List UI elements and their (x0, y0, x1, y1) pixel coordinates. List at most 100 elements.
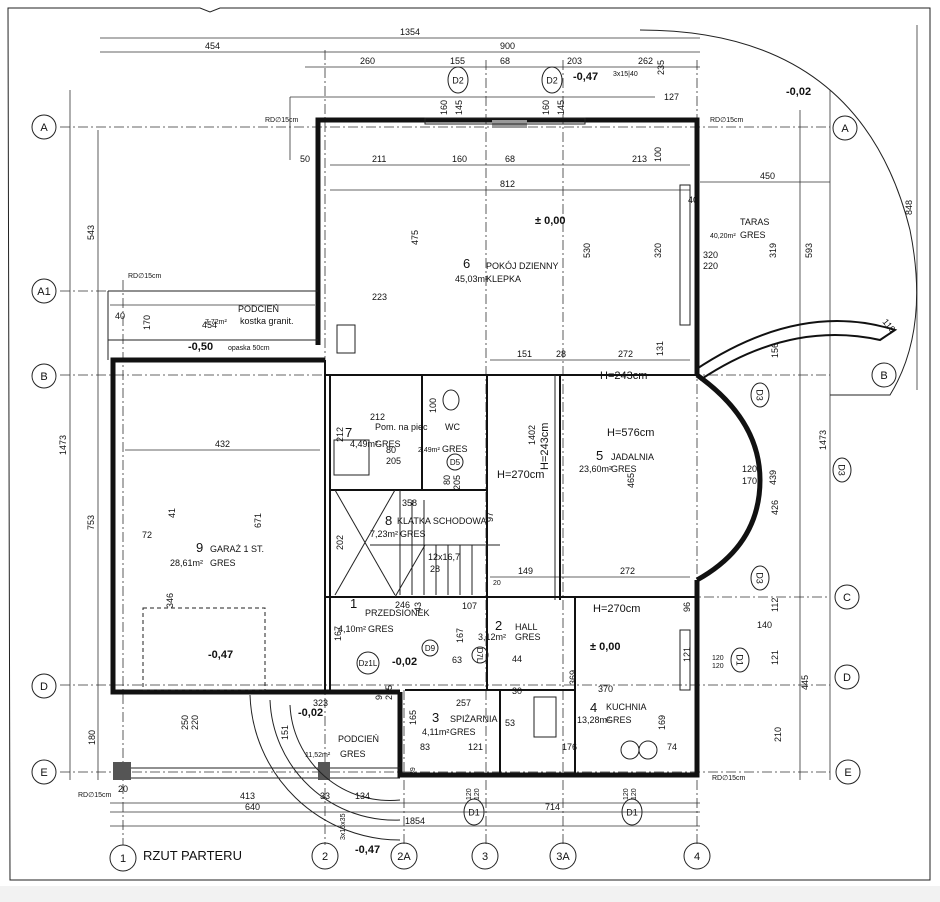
grid-labels: A A1 B D E A B C D E 1 2 2A 3 3A 4 (31, 114, 897, 872)
dimension-lines (69, 25, 918, 827)
plan-label: JADALNIA (611, 452, 654, 462)
notes: RD∅15cm RD∅15cm RD∅15cm RD∅15cm RD∅15cm … (78, 117, 745, 799)
plan-label: 20 (493, 580, 501, 587)
grid-label: B (880, 370, 887, 382)
plan-label: 40,20m² (710, 233, 736, 240)
plan-label: 97 (485, 512, 495, 522)
plan-label: 96 (682, 602, 692, 612)
plan-label: D2 (452, 75, 464, 85)
grid-label: D (40, 681, 48, 693)
plan-label: 28,61m² (170, 558, 203, 568)
plan-label: 72 (142, 530, 152, 540)
plan-label: 100 (653, 147, 663, 162)
plan-label: -0,02 (786, 86, 811, 98)
plan-label: 210 (773, 727, 783, 742)
plan-label: D7L (475, 648, 484, 663)
plan-label: -0,50 (188, 341, 213, 353)
walls (107, 117, 763, 780)
plan-label: 2,49m² (418, 447, 440, 454)
plan-label: 543 (86, 225, 96, 240)
plan-label: D1 (735, 654, 745, 666)
plan-label: D3 (755, 572, 765, 584)
plan-label: GARAŻ 1 ST. (210, 544, 264, 554)
plan-label: 235 (656, 60, 666, 75)
plan-label: 33 (320, 791, 330, 801)
plan-label: 131 (655, 341, 665, 356)
plan-label: 1354 (400, 27, 420, 37)
plan-label: 80 (386, 445, 396, 455)
plan-label: 1 (350, 596, 357, 611)
chimney-icon (336, 324, 356, 354)
plan-label: 120 (712, 655, 724, 662)
plan-label: 450 (760, 171, 775, 181)
plan-label: 170 (742, 476, 757, 486)
plan-label: 120 (466, 788, 473, 800)
plan-label: 176 (562, 742, 577, 752)
plan-label: 4,10m² (338, 624, 366, 634)
plan-label: 320 (703, 250, 718, 260)
plan-label: 149 (518, 566, 533, 576)
plan-label: H=270cm (593, 603, 640, 615)
plan-label: 220 (190, 715, 200, 730)
grid-label: 2 (322, 851, 328, 863)
grid-label: A (40, 122, 48, 134)
plan-label: 151 (517, 349, 532, 359)
plan-label: 165 (408, 710, 418, 725)
porch-arc (249, 694, 401, 841)
plan-label: 80 (442, 475, 452, 485)
plan-label: HALL (515, 622, 538, 632)
plan-label: 246 (395, 600, 410, 610)
plan-label: 202 (335, 535, 345, 550)
plan-label: D1 (626, 807, 638, 817)
plan-label: 120 (712, 663, 724, 670)
plan-label: 68 (500, 56, 510, 66)
plan-label: 223 (372, 292, 387, 302)
plan-label: 4,11m² (422, 727, 449, 737)
plan-label: GRES (368, 624, 394, 634)
plan-label: PODCIEŃ (238, 304, 279, 314)
plan-label: GRES (740, 230, 766, 240)
terrace-steps (694, 320, 898, 381)
plan-label: 120 (631, 788, 638, 800)
opening-markers: D2 D2 D1 D1 D3 D3 D3 D1 Dz1L D9 D5 D7L (356, 66, 852, 826)
plan-label: 28 (430, 564, 440, 574)
plan-label: 90 (374, 690, 384, 700)
plan-label: H=243cm (600, 370, 647, 382)
plan-label: 145 (454, 100, 464, 115)
plan-label: 28 (556, 349, 566, 359)
plan-label: 220 (703, 261, 718, 271)
plan-label: 112 (770, 598, 780, 612)
plan-label: 530 (582, 243, 592, 258)
plan-label: kostka granit. (240, 316, 294, 326)
plan-label: 9 (196, 540, 203, 555)
plan-label: 358 (402, 498, 417, 508)
plan-label: ± 0,00 (590, 641, 621, 653)
plan-label: D2 (546, 75, 558, 85)
plan-label: KLATKA SCHODOWA (397, 516, 487, 526)
grid-label: D (843, 672, 851, 684)
plan-label: 848 (904, 200, 914, 215)
plan-label: 155 (450, 56, 465, 66)
plan-label: 426 (770, 500, 780, 515)
plan-label: 1854 (405, 816, 425, 826)
bottom-bar (0, 886, 940, 902)
plan-label: 121 (770, 650, 780, 665)
plan-label: 167 (455, 628, 465, 643)
sheet-border (7, 7, 931, 881)
grid-label: A1 (37, 286, 50, 298)
plan-label: 167 (333, 626, 343, 641)
plan-label: 369 (568, 670, 578, 685)
plan-label: 11,52m² (305, 752, 331, 759)
plan-label: 671 (253, 513, 263, 528)
plan-label: GRES (606, 715, 632, 725)
plan-label: 212 (370, 412, 385, 422)
